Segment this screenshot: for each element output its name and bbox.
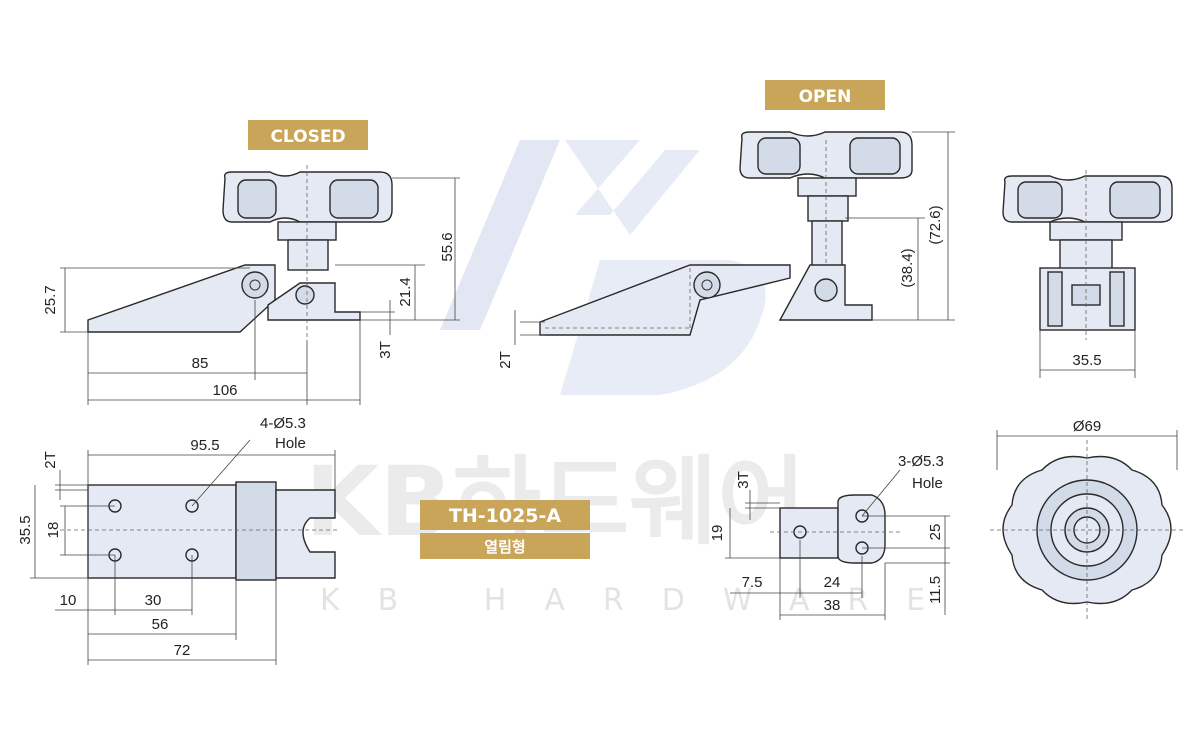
top-view: 95.5 4-Ø5.3 Hole 2T 35.5 18 10 30 56 72	[17, 415, 340, 665]
dim-closed-height: 55.6	[439, 232, 456, 261]
dim-open-thickness: 2T	[497, 351, 514, 369]
base-plate-view: 3-Ø5.3 Hole 3T 19 25 11.5 7.5 24 38	[709, 453, 950, 620]
dim-small-25: 25	[927, 524, 944, 541]
dim-knob-diameter: Ø69	[1073, 418, 1101, 435]
dim-closed-base-height: 25.7	[42, 285, 59, 314]
watermark-english: KB HARDWARE	[320, 583, 963, 618]
dim-closed-pivot: 21.4	[397, 277, 414, 306]
model-sub-label: 열림형	[484, 538, 525, 556]
closed-label: CLOSED	[270, 127, 345, 147]
dim-small-38: 38	[824, 597, 841, 614]
closed-badge: CLOSED	[248, 120, 368, 150]
dim-top-holes: 4-Ø5.3	[260, 415, 306, 432]
dim-top-30: 30	[145, 592, 162, 609]
dim-side-width: 35.5	[1072, 352, 1101, 369]
dim-top-35: 35.5	[17, 515, 34, 544]
dim-open-total: (72.6)	[927, 205, 944, 244]
open-badge: OPEN	[765, 80, 885, 110]
dim-top-56: 56	[152, 616, 169, 633]
dim-top-2t: 2T	[42, 451, 59, 469]
dim-small-holes-word: Hole	[912, 475, 943, 492]
dim-top-95: 95.5	[190, 437, 219, 454]
dim-small-3t: 3T	[735, 471, 752, 489]
dim-small-holes: 3-Ø5.3	[898, 453, 944, 470]
dim-small-24: 24	[824, 574, 841, 591]
dim-top-holes-word: Hole	[275, 435, 306, 452]
dim-small-11-5: 11.5	[927, 576, 944, 604]
dim-small-7-5: 7.5	[742, 574, 763, 591]
dim-closed-85: 85	[192, 355, 209, 372]
knob-top-view: Ø69	[990, 418, 1185, 620]
dim-top-72: 72	[174, 642, 191, 659]
open-label: OPEN	[799, 87, 852, 107]
closed-view: 25.7 55.6 21.4 3T 85 106	[42, 165, 460, 405]
dim-closed-106: 106	[212, 382, 237, 399]
dim-small-19: 19	[709, 525, 726, 542]
model-label: TH-1025-A	[449, 505, 562, 527]
dim-open-stem: (38.4)	[899, 248, 916, 287]
dim-top-18: 18	[45, 522, 62, 539]
open-view: 2T (38.4) (72.6)	[497, 131, 955, 369]
dim-top-10: 10	[60, 592, 77, 609]
side-view: 35.5	[1002, 170, 1173, 378]
model-badge: TH-1025-A 열림형	[420, 500, 590, 559]
dim-closed-thickness: 3T	[377, 341, 394, 359]
